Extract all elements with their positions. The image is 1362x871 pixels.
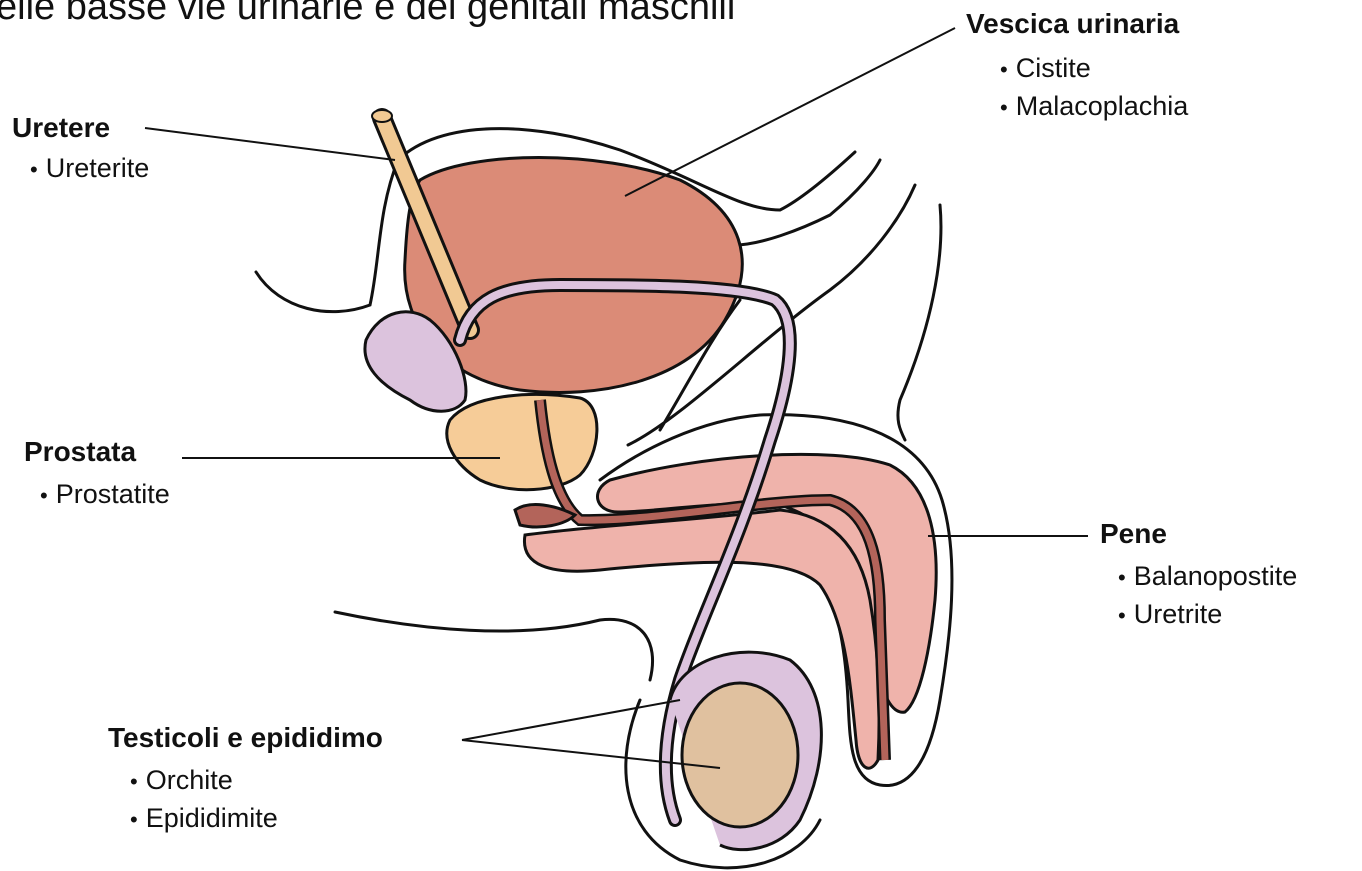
label-prostata: Prostata [24, 436, 136, 468]
body-outline-perineum [335, 612, 653, 680]
list-item: Epididimite [130, 800, 278, 838]
list-item: Prostatite [40, 476, 170, 514]
testis-shape [682, 683, 798, 827]
prostate-shape [447, 394, 597, 489]
list-item: Ureterite [30, 150, 149, 188]
body-outline-front [898, 205, 941, 440]
list-item: Cistite [1000, 50, 1188, 88]
label-uretere: Uretere [12, 112, 110, 144]
ureter-opening [372, 110, 392, 122]
list-item: Balanopostite [1118, 558, 1297, 596]
body-outline-pubic [735, 160, 880, 245]
callout-testicoli-epididimo [462, 700, 680, 740]
label-pene: Pene [1100, 518, 1167, 550]
list-item: Malacoplachia [1000, 88, 1188, 126]
list-prostata: Prostatite [40, 476, 170, 514]
list-testicoli-epididimo: Orchite Epididimite [130, 762, 278, 838]
list-pene: Balanopostite Uretrite [1118, 558, 1297, 634]
callout-vescica [625, 28, 955, 196]
callout-uretere [145, 128, 395, 160]
list-uretere: Ureterite [30, 150, 149, 188]
label-vescica-urinaria: Vescica urinaria [966, 8, 1179, 40]
label-testicoli-epididimo: Testicoli e epididimo [108, 722, 383, 754]
list-item: Orchite [130, 762, 278, 800]
list-vescica-urinaria: Cistite Malacoplachia [1000, 50, 1188, 126]
list-item: Uretrite [1118, 596, 1297, 634]
